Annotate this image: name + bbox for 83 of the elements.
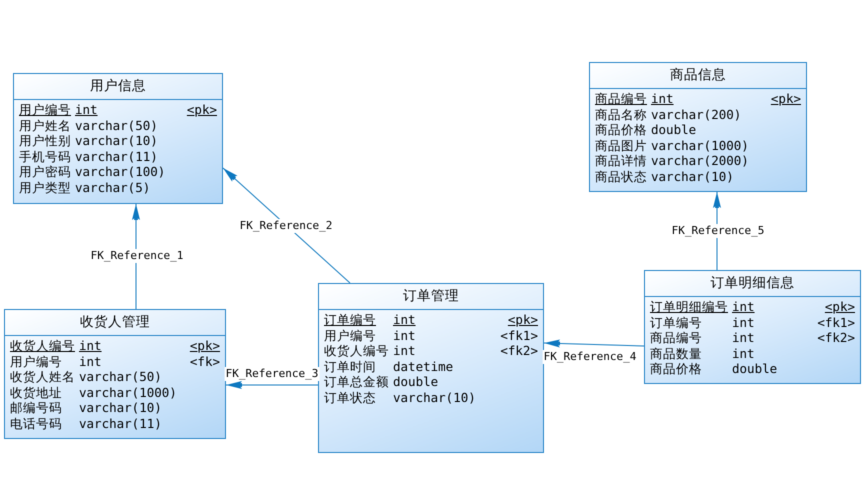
- column-type: varchar(10): [393, 390, 476, 406]
- key-tag: <pk>: [752, 91, 801, 107]
- edge-label: FK_Reference_3: [224, 367, 320, 381]
- column-name: 用户编号: [19, 102, 71, 118]
- column-name: 商品名称: [595, 106, 647, 122]
- column-name: 商品数量: [650, 346, 703, 362]
- entity-table: [4, 309, 226, 439]
- column-name: 用户姓名: [19, 118, 71, 134]
- table-title: 商品信息: [590, 63, 806, 89]
- column-type: double: [651, 122, 698, 138]
- column-name: 商品编号: [650, 330, 703, 346]
- column-type: int: [79, 354, 103, 370]
- edge-label: FK_Reference_1: [90, 249, 184, 263]
- column-name: 收货地址: [10, 384, 63, 400]
- entity-table: [644, 270, 861, 384]
- column-type: double: [393, 374, 440, 390]
- column-type: varchar(50): [75, 118, 159, 134]
- column-type: varchar(5): [75, 180, 152, 196]
- column-type: varchar(11): [75, 148, 159, 164]
- column-name: 用户性别: [19, 133, 71, 149]
- column-name: 收货人编号: [324, 343, 389, 359]
- column-type: int: [732, 346, 756, 362]
- column-name: 订单总金额: [324, 374, 389, 390]
- column-type: varchar(50): [79, 369, 163, 385]
- column-name: 用户密码: [19, 164, 71, 180]
- column-type: int: [393, 312, 417, 328]
- column-type: datetime: [393, 358, 454, 374]
- column-type: int: [393, 328, 417, 344]
- table-title: 订单明细信息: [645, 271, 860, 297]
- column-name: 商品价格: [595, 122, 647, 138]
- column-name: 商品详情: [595, 153, 647, 169]
- column-type: int: [651, 91, 675, 107]
- column-type: int: [79, 338, 103, 354]
- key-tag: <fk2>: [480, 343, 538, 359]
- column-name: 收货人编号: [10, 338, 75, 354]
- column-name: 商品图片: [595, 138, 647, 154]
- column-name: 用户编号: [10, 354, 63, 370]
- column-type: varchar(10): [651, 168, 735, 185]
- column-type: int: [732, 330, 756, 346]
- key-tag: <pk>: [169, 102, 217, 118]
- column-type: int: [732, 299, 756, 315]
- column-type: varchar(200): [651, 106, 742, 122]
- key-tag: <fk>: [180, 354, 220, 370]
- key-tag: <fk1>: [781, 314, 855, 330]
- column-name: 商品价格: [650, 361, 703, 377]
- column-type: varchar(2000): [651, 153, 749, 169]
- table-title: 订单管理: [319, 284, 543, 310]
- column-type: int: [732, 314, 756, 330]
- column-name: 用户编号: [324, 328, 377, 344]
- column-name: 订单状态: [324, 390, 377, 406]
- key-tag: <pk>: [180, 338, 220, 354]
- column-type: varchar(10): [75, 133, 159, 149]
- entity-table: [13, 73, 223, 204]
- key-tag: <pk>: [781, 299, 855, 315]
- column-name: 订单编号: [650, 314, 703, 330]
- entity-table: [589, 62, 807, 192]
- column-type: varchar(10): [79, 400, 163, 416]
- column-type: varchar(100): [75, 164, 166, 180]
- entity-table: [318, 283, 544, 453]
- column-type: int: [75, 102, 99, 118]
- column-name: 邮编号码: [10, 400, 63, 416]
- table-title: 用户信息: [14, 74, 222, 100]
- table-title: 收货人管理: [5, 310, 225, 336]
- edge-label: FK_Reference_5: [670, 224, 766, 238]
- column-name: 收货人姓名: [10, 369, 75, 385]
- column-name: 订单编号: [324, 312, 377, 328]
- column-name: 订单时间: [324, 358, 377, 374]
- column-name: 订单明细编号: [650, 299, 728, 315]
- column-name: 电话号码: [10, 416, 63, 432]
- column-type: varchar(1000): [79, 384, 177, 400]
- column-name: 商品状态: [595, 168, 647, 185]
- column-name: 商品编号: [595, 91, 647, 107]
- edge-label: FK_Reference_4: [542, 350, 638, 364]
- edge-label: FK_Reference_2: [238, 219, 334, 233]
- column-type: varchar(11): [79, 416, 163, 432]
- column-type: double: [732, 361, 778, 377]
- key-tag: <pk>: [480, 312, 538, 328]
- column-type: int: [393, 343, 417, 359]
- column-name: 用户类型: [19, 180, 71, 196]
- key-tag: <fk1>: [480, 328, 538, 344]
- key-tag: <fk2>: [781, 330, 855, 346]
- column-name: 手机号码: [19, 148, 71, 164]
- column-type: varchar(1000): [651, 138, 749, 154]
